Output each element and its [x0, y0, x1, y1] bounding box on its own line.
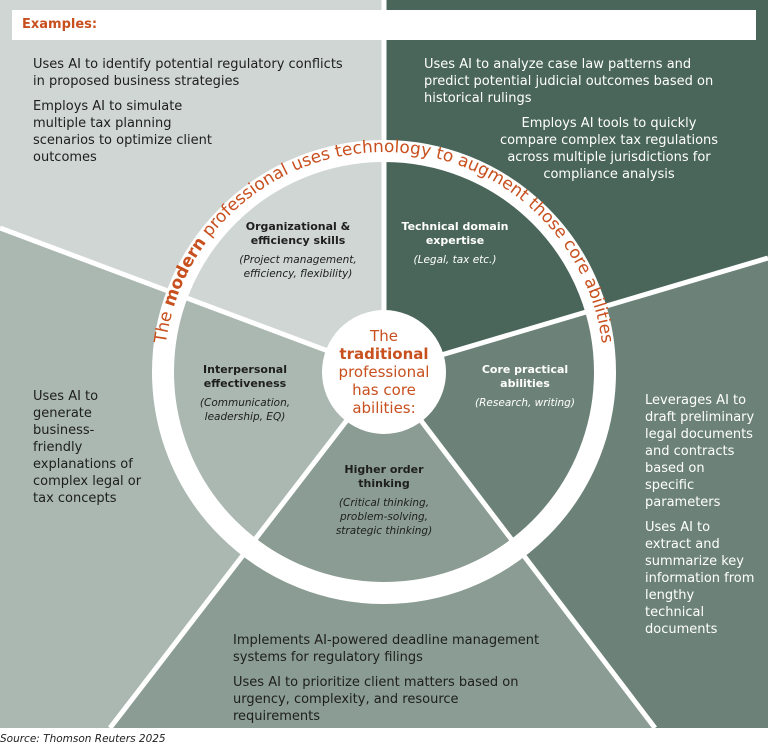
example-text: Implements AI-powered deadline managemen…	[233, 633, 540, 665]
example-text: Employs AI to simulate multiple tax plan…	[33, 99, 212, 165]
segment-subtitle: (Legal, tax etc.)	[413, 254, 497, 266]
segment-title: Core practical	[481, 363, 569, 376]
source-caption: Source: Thomson Reuters 2025	[0, 733, 166, 745]
segment-title: effectiveness	[203, 377, 287, 390]
core-text-line: abilities:	[352, 399, 416, 417]
segment-subtitle: (Research, writing)	[475, 397, 575, 409]
divider-line	[0, 225, 385, 375]
example-text: Uses AI to generate business-friendly ex…	[33, 389, 142, 506]
segment-organizational: Organizational &efficiency skills (Proje…	[228, 220, 368, 281]
sector-top-left	[0, 0, 384, 372]
example-text: Employs AI tools to quickly compare comp…	[499, 116, 719, 182]
example-text: Leverages AI to draft preliminary legal …	[645, 393, 755, 510]
footer-background	[0, 728, 768, 751]
outer-ring	[152, 140, 616, 604]
segment-subtitle: (Project management,	[239, 254, 357, 266]
sector-bottom	[110, 372, 655, 728]
divider-line	[383, 255, 768, 375]
example-text: Uses AI to prioritize client matters bas…	[233, 675, 519, 724]
example-text: Uses AI to extract and summarize key inf…	[645, 520, 755, 637]
segment-title: Interpersonal	[203, 363, 287, 376]
segment-title: abilities	[500, 377, 550, 390]
segment-subtitle: strategic thinking)	[335, 525, 433, 537]
core-circle: The traditional professional has core ab…	[322, 310, 446, 434]
examples-left: Uses AI to generate business-friendly ex…	[33, 388, 143, 515]
segment-title: expertise	[425, 234, 485, 247]
segment-subtitle: (Critical thinking,	[338, 497, 430, 509]
segment-title: Organizational &	[245, 220, 351, 233]
segment-subtitle: problem-solving,	[339, 511, 429, 523]
segment-title: efficiency skills	[250, 234, 346, 247]
example-text: Uses AI to analyze case law patterns and…	[424, 57, 714, 106]
segment-subtitle: efficiency, flexibility)	[243, 268, 353, 280]
examples-top-left: Uses AI to identify potential regulatory…	[33, 56, 343, 174]
core-text-bold-word: traditional	[339, 345, 429, 363]
examples-top-right: Uses AI to analyze case law patterns and…	[424, 56, 724, 191]
segment-title: Higher order	[344, 463, 424, 476]
examples-bottom: Implements AI-powered deadline managemen…	[233, 632, 543, 733]
example-text: Uses AI to identify potential regulatory…	[33, 57, 343, 89]
core-text-line: professional	[338, 363, 430, 381]
examples-right: Leverages AI to draft preliminary legal …	[645, 392, 755, 646]
segment-title: thinking	[358, 477, 410, 490]
examples-header-bar: Examples:	[12, 10, 756, 40]
examples-label: Examples:	[22, 17, 98, 32]
core-text-line: The	[370, 327, 398, 345]
segment-subtitle: leadership, EQ)	[204, 411, 286, 423]
core-text-line: has core	[352, 381, 416, 399]
sector-top-right	[384, 0, 768, 372]
core-text-bold: traditional	[339, 345, 428, 363]
segment-title: Technical domain	[401, 220, 509, 233]
segment-subtitle: (Communication,	[199, 397, 291, 409]
